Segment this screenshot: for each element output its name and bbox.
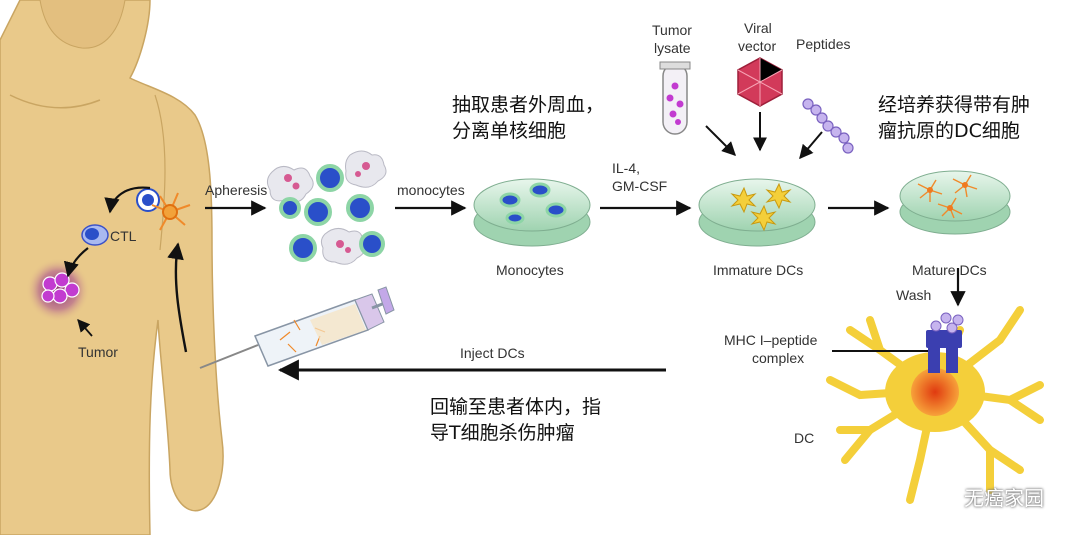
arrow-injection-up (167, 242, 188, 353)
label-tumor-lysate-1: Tumor (652, 22, 692, 38)
note-return-line2: 导T细胞杀伤肿瘤 (430, 422, 575, 444)
ctl-cell (81, 224, 109, 246)
blood-cells-cluster (266, 150, 387, 265)
label-viral-vector-1: Viral (744, 20, 772, 36)
tumor-lysate-tube (659, 61, 691, 135)
viral-vector-icon (737, 57, 783, 107)
label-inject-dcs: Inject DCs (460, 345, 525, 361)
label-mature-dcs: Mature DCs (912, 262, 987, 278)
note-extract-line1: 抽取患者外周血， (452, 94, 605, 116)
label-viral-vector-2: vector (738, 38, 777, 54)
label-monocytes-dish: Monocytes (496, 262, 564, 278)
mhc-peptide-complex (832, 312, 964, 373)
label-il4: IL-4, (612, 160, 641, 176)
label-tumor: Tumor (78, 344, 118, 360)
dendritic-cell (826, 306, 1044, 504)
label-mhc-2: complex (752, 350, 805, 366)
dc-in-body (151, 192, 191, 231)
t-cell (136, 188, 160, 212)
monocyte-dish (473, 178, 591, 247)
arrow-ctl-to-tumor (63, 247, 89, 278)
label-wash: Wash (896, 287, 932, 303)
label-dc: DC (794, 430, 815, 446)
syringe (199, 286, 395, 369)
note-return-line1: 回输至患者体内，指 (430, 396, 602, 418)
arrow-to-tumor-label (77, 319, 93, 337)
human-body (0, 0, 224, 535)
note-culture-line2: 瘤抗原的DC细胞 (878, 120, 1020, 142)
note-extract-line2: 分离单核细胞 (452, 120, 567, 142)
immature-dc-dish (698, 178, 816, 247)
arrow-lysate-in (705, 125, 736, 156)
peptides-chain (802, 98, 854, 154)
tumor-mass (26, 258, 90, 322)
mature-dc-dish (899, 170, 1011, 235)
label-immature-dcs: Immature DCs (713, 262, 804, 278)
watermark: 无癌家园 (964, 486, 1044, 510)
label-tumor-lysate-2: lysate (654, 40, 691, 56)
label-mhc-1: MHC I–peptide (724, 332, 818, 348)
arrow-dc-to-tcell (104, 186, 151, 214)
label-gmcsf: GM-CSF (612, 178, 668, 194)
label-apheresis: Apheresis (205, 182, 268, 198)
note-culture-line1: 经培养获得带有肿 (878, 94, 1031, 116)
label-monocytes-arrow: monocytes (397, 182, 465, 198)
arrow-peptide-in (799, 131, 823, 160)
label-peptides: Peptides (796, 36, 851, 52)
label-ctl: CTL (110, 228, 137, 244)
